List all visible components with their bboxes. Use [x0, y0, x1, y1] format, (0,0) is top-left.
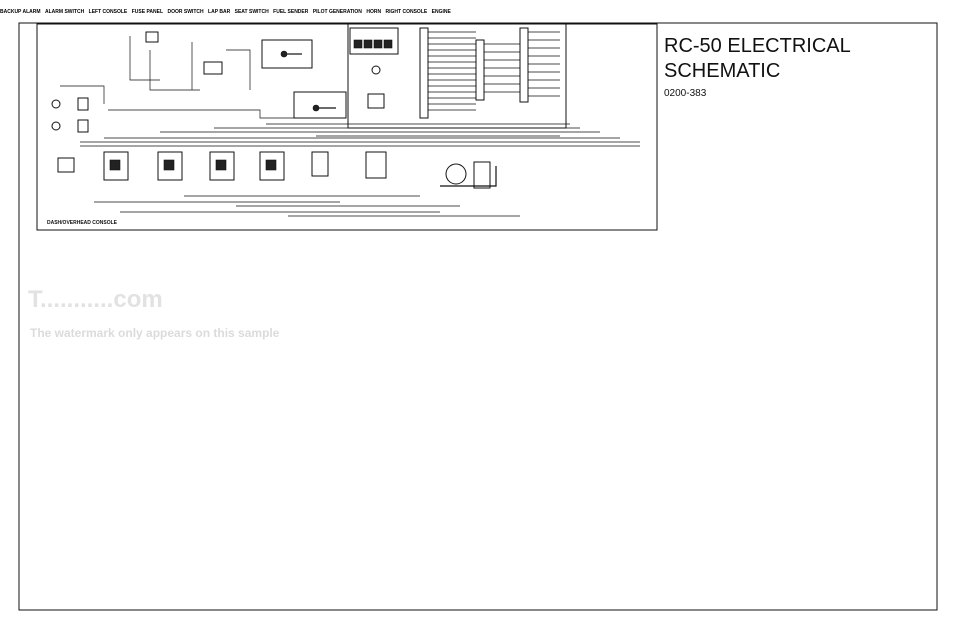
fuse-panel-label: FUSE PANEL	[131, 9, 164, 15]
watermark-text: T...........com	[28, 286, 163, 313]
alarm-switch-label: ALARM SWITCH	[45, 9, 85, 15]
watermark-note: The watermark only appears on this sampl…	[30, 326, 280, 340]
engine-label: ENGINE	[431, 9, 451, 15]
schematic-border	[18, 22, 938, 611]
document-number: 0200-383	[664, 88, 707, 99]
alarm-switch-left-console: ALARM SWITCH LEFT CONSOLE	[45, 0, 132, 17]
seat-switch: SEAT SWITCH	[235, 0, 274, 17]
right-console: RIGHT CONSOLE	[386, 0, 432, 17]
left-console-label: LEFT CONSOLE	[88, 9, 128, 15]
door-switch-label: DOOR SWITCH	[167, 9, 204, 15]
fuel-sender-label: FUEL SENDER	[273, 9, 309, 15]
dash-console-label: DASH/OVERHEAD CONSOLE	[47, 220, 118, 226]
lap-bar-label: LAP BAR	[208, 9, 231, 15]
door-switch: DOOR SWITCH	[167, 0, 208, 17]
horn-label: HORN	[366, 9, 382, 15]
dash-overhead-console: DASH/OVERHEAD CONSOLE	[36, 23, 658, 231]
engine: ENGINE	[432, 0, 451, 17]
horn: HORN	[366, 0, 385, 17]
fuse-panel: FUSE PANEL	[132, 0, 168, 17]
pilot-generation: PILOT GENERATION	[313, 0, 367, 17]
right-console-label: RIGHT CONSOLE	[385, 9, 428, 15]
backup-alarm-label: BACKUP ALARM	[0, 9, 41, 15]
seat-switch-label: SEAT SWITCH	[234, 9, 269, 15]
lap-bar: LAP BAR	[208, 0, 235, 17]
schematic-title: RC-50 ELECTRICAL SCHEMATIC	[664, 35, 851, 82]
backup-alarm: BACKUP ALARM	[0, 0, 45, 17]
pilot-generation-label: PILOT GENERATION	[312, 9, 362, 15]
fuel-sender: FUEL SENDER	[273, 0, 313, 17]
